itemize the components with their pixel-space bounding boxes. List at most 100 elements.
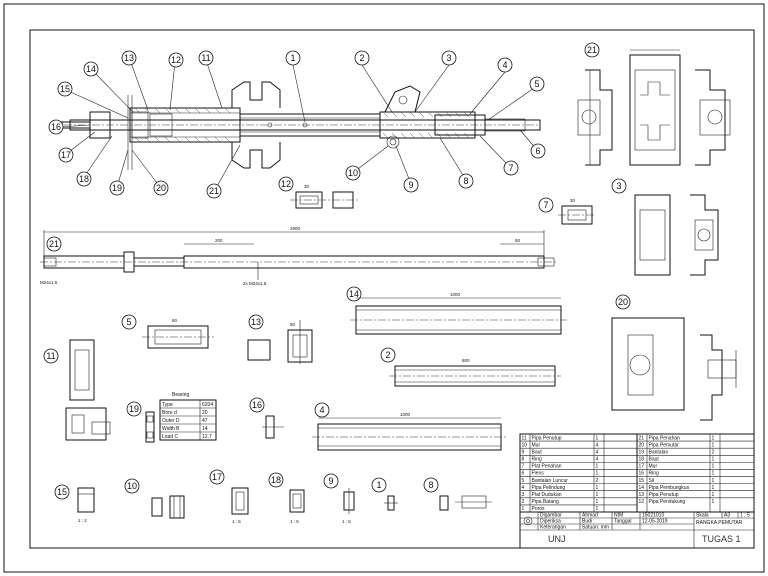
svg-text:1: 1	[290, 53, 295, 63]
svg-text:2x M24x1.5: 2x M24x1.5	[243, 281, 267, 286]
svg-text:8: 8	[463, 176, 468, 186]
parts-list-cell: 4	[596, 449, 599, 455]
svg-text:12-05-2019: 12-05-2019	[642, 519, 668, 525]
detail-3-plate: 3	[611, 178, 719, 276]
svg-text:60: 60	[172, 318, 178, 323]
svg-text:1000: 1000	[450, 292, 461, 297]
svg-text:Satuan: mm: Satuan: mm	[582, 525, 609, 531]
parts-list-cell: 1	[712, 442, 715, 448]
parts-list-cell: 1	[712, 499, 715, 505]
parts-list-cell: 17	[639, 464, 645, 470]
svg-text:6204: 6204	[202, 402, 213, 408]
svg-text:18: 18	[271, 475, 281, 485]
balloon-3	[441, 50, 457, 66]
parts-list-cell: Ring	[532, 457, 543, 463]
parts-list-cell: 3	[522, 492, 525, 498]
parts-list-cell: Flens	[532, 471, 545, 477]
svg-text:20: 20	[618, 297, 628, 307]
svg-text:15: 15	[60, 84, 70, 94]
parts-list-cell: 1	[596, 471, 599, 477]
svg-text:1: 1	[376, 480, 381, 490]
parts-list-cell: Pipa Penutup	[649, 492, 679, 498]
outer-frame	[3, 3, 765, 573]
detail-14-pipe: 14 1000	[346, 286, 567, 335]
svg-text:Skala: Skala	[696, 513, 709, 519]
balloon-2	[354, 50, 370, 66]
balloon-8	[458, 173, 474, 189]
parts-list-cell: 9	[522, 449, 525, 455]
detail-18-bolt: 18 1 : 5	[268, 472, 305, 524]
svg-text:TUGAS 1: TUGAS 1	[702, 534, 741, 544]
svg-text:1 : 2: 1 : 2	[78, 518, 87, 523]
parts-list-cell: 12	[639, 499, 645, 505]
assembly-balloons: 1 2 3 4 5 6 7 8 9 10 11 12 13 14 15 16 1…	[48, 50, 546, 199]
parts-list-cell: 1	[712, 435, 715, 441]
parts-list-cell: 18	[639, 457, 645, 463]
svg-text:12.7: 12.7	[202, 434, 212, 440]
parts-list-cell: 2	[712, 449, 715, 455]
balloon-6	[530, 143, 546, 159]
detail-16-part: 16	[249, 397, 284, 439]
svg-text:9: 9	[328, 476, 333, 486]
detail-20-part: 20	[611, 294, 737, 421]
parts-list-cell: 1	[712, 464, 715, 470]
parts-list-cell: Pipa Pendukung	[649, 499, 686, 505]
svg-text:2900: 2900	[290, 226, 301, 231]
svg-text:13: 13	[124, 53, 134, 63]
parts-list-cell: 20	[639, 442, 645, 448]
balloon-10	[345, 165, 361, 181]
svg-text:16: 16	[51, 122, 61, 132]
svg-text:12: 12	[171, 55, 181, 65]
detail-21-plate: 21	[577, 42, 731, 166]
parts-list-cell: 21	[639, 435, 645, 441]
svg-text:19: 19	[112, 183, 122, 193]
parts-list-cell: 1	[712, 485, 715, 491]
svg-text:Diperiksa: Diperiksa	[540, 519, 561, 525]
svg-text:15: 15	[57, 487, 67, 497]
svg-text:Width B: Width B	[162, 426, 180, 432]
parts-list-cell: 1	[596, 499, 599, 505]
parts-list-cell: 1	[596, 435, 599, 441]
parts-list-cell: 4	[596, 457, 599, 463]
svg-text:17: 17	[61, 150, 71, 160]
svg-text:14: 14	[202, 426, 208, 432]
svg-text:RANGKA PEMUTAR: RANGKA PEMUTAR	[696, 520, 743, 526]
svg-text:10: 10	[348, 168, 358, 178]
svg-text:21: 21	[49, 239, 59, 249]
svg-text:UNJ: UNJ	[548, 534, 566, 544]
balloon-4	[497, 57, 513, 73]
svg-text:1 : 5: 1 : 5	[290, 519, 299, 524]
parts-list-cell: Sil	[649, 478, 655, 484]
svg-text:Load C: Load C	[162, 434, 179, 440]
parts-list-cell: 1	[712, 457, 715, 463]
detail-17-nut: 17 1 : 5	[209, 469, 249, 524]
detail-4-pipe: 4 1000	[312, 402, 507, 451]
svg-text:30: 30	[570, 198, 576, 203]
svg-text:19: 19	[129, 404, 139, 414]
svg-text:50: 50	[515, 238, 521, 243]
parts-list-cell: 1	[596, 492, 599, 498]
svg-text:Type: Type	[162, 402, 173, 408]
detail-21-shaft: 21 2900 200 50 M24x1.5 2x M24x1.5	[40, 226, 556, 286]
drawing-border	[29, 29, 755, 549]
parts-list-cell: 11	[522, 435, 527, 441]
parts-list-cell: Pipa Pelindung	[532, 485, 566, 491]
svg-text:14: 14	[349, 289, 359, 299]
projection-symbol-icon	[523, 516, 533, 526]
parts-list-cell: 1	[522, 506, 525, 512]
detail-13-part: 13 50	[247, 314, 313, 364]
svg-text:10: 10	[127, 481, 137, 491]
svg-text:M24x1.5: M24x1.5	[40, 280, 58, 285]
parts-list-cell: Pipa Penutup	[532, 435, 562, 441]
balloon-21	[206, 183, 222, 199]
parts-list-cell: Pipa Batang	[532, 499, 559, 505]
detail-1-washer: 1	[371, 477, 398, 511]
detail-7-part: 7 30	[538, 197, 596, 225]
detail-19-bearing: 19	[126, 401, 155, 443]
svg-text:Bearing: Bearing	[172, 392, 189, 398]
svg-text:1 : 5: 1 : 5	[342, 519, 351, 524]
svg-text:21: 21	[209, 186, 219, 196]
svg-text:12: 12	[281, 179, 291, 189]
parts-list-cell: 7	[522, 464, 525, 470]
